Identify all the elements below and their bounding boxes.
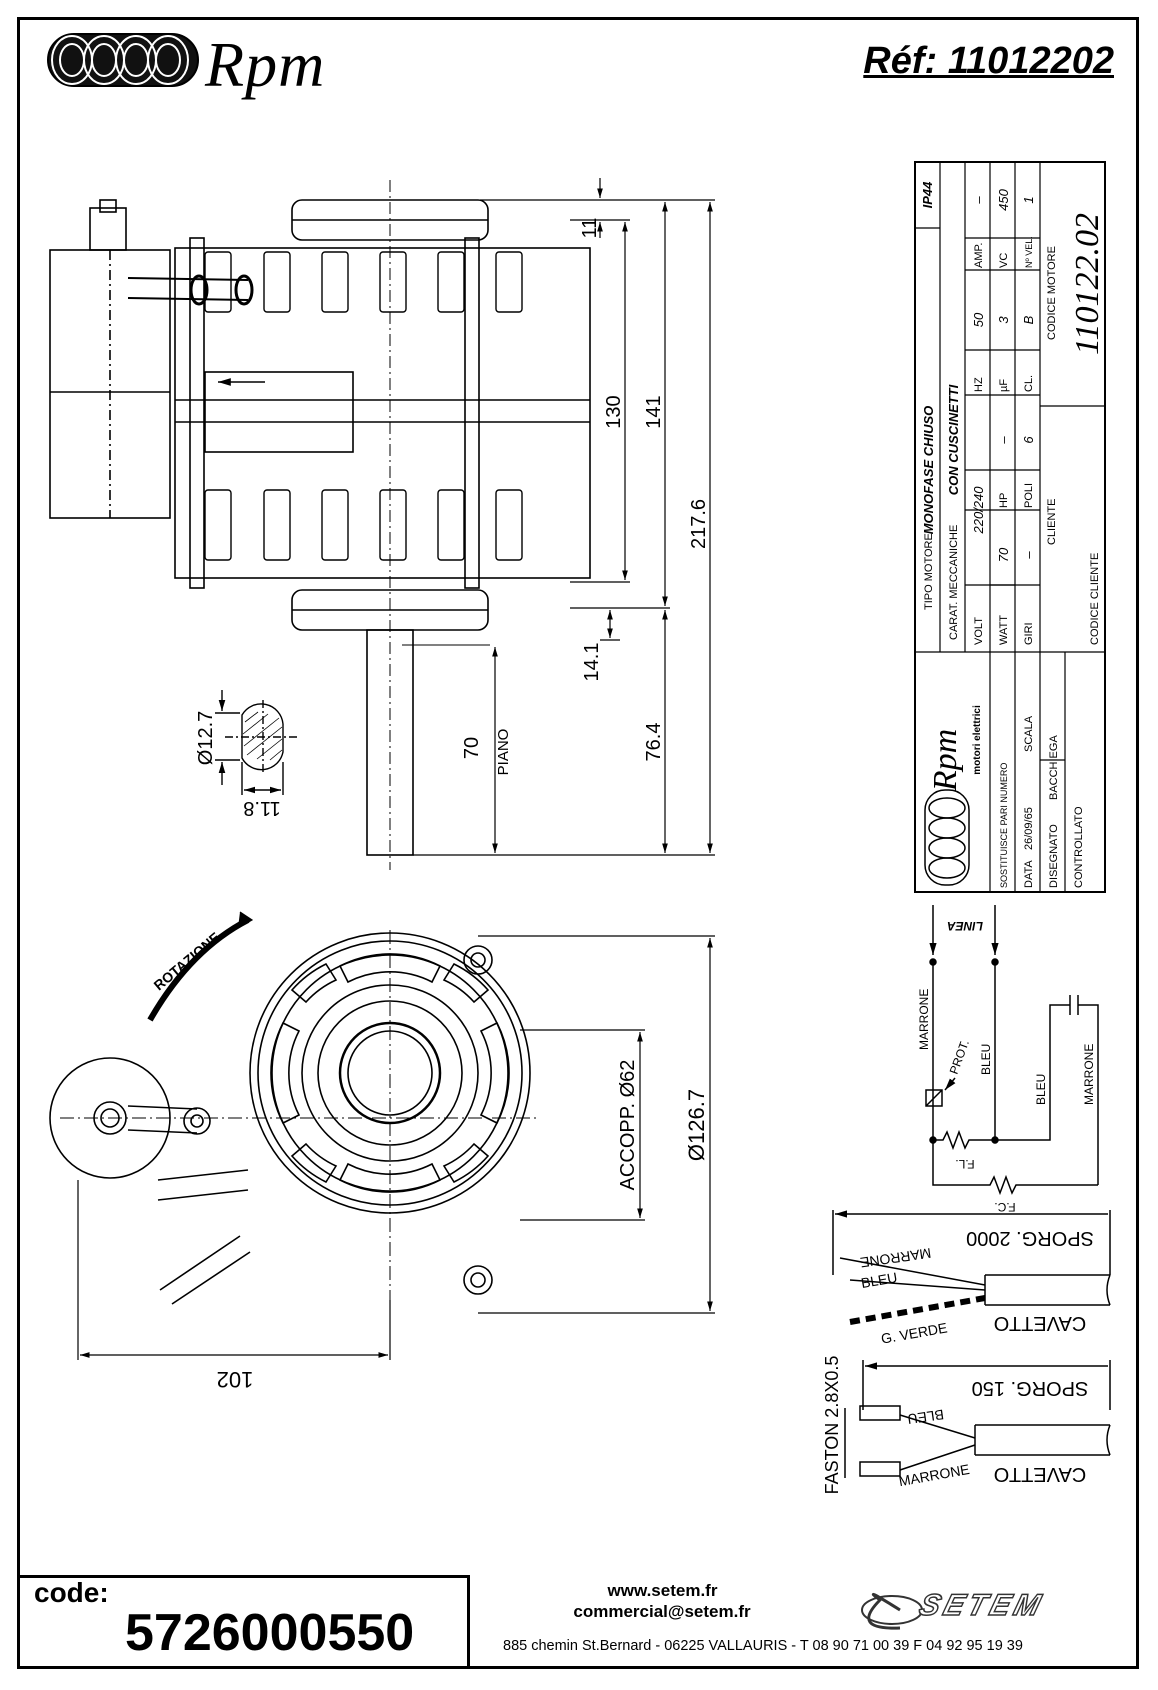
reference-number: Réf: 11012202 (863, 40, 1114, 82)
sostituisce-label: SOSTITUISCE PARI NUMERO (999, 763, 1009, 888)
wiring-marrone-2: MARRONE (1082, 1044, 1096, 1105)
shaft-section (215, 690, 300, 795)
poli-label: POLI (1023, 483, 1035, 508)
watt-value: 70 (996, 547, 1011, 562)
controllato-label: CONTROLLATO (1073, 806, 1085, 888)
brand-title: Rpm (205, 29, 326, 100)
dim-141: 141 (643, 395, 665, 428)
carat-label: CARAT. MECCANICHE (948, 525, 960, 640)
disegnato-label: DISEGNATO (1048, 824, 1060, 888)
wiring-prot: PROT. (947, 1038, 972, 1076)
code-label: code: (34, 1577, 109, 1608)
front-dimensions (77, 911, 715, 1360)
dim-11-8: 11.8 (243, 797, 280, 819)
wiring-fl: F.L. (955, 1157, 974, 1171)
dim-76-4: 76.4 (643, 723, 665, 762)
cable1-sporg: SPORG. 2000 (966, 1227, 1094, 1249)
cl-label: CL. (1023, 375, 1035, 392)
wiring-bleu-1: BLEU (979, 1044, 993, 1075)
table-logo-sub: motori elettrici (972, 705, 983, 775)
uf-label: µF (998, 379, 1010, 392)
cable2-cavetto: CAVETTO (994, 1463, 1087, 1485)
dimension-labels: 11 130 141 217.6 14.1 76.4 70 PIANO (461, 218, 710, 776)
hp-label: HP (998, 493, 1010, 508)
dim-70: 70 (461, 737, 483, 759)
poli-value: 6 (1021, 436, 1036, 444)
dim-130: 130 (603, 395, 625, 428)
nvel-value: 1 (1021, 196, 1036, 203)
dim-piano: PIANO (495, 729, 512, 776)
cable2-sporg: SPORG. 150 (972, 1377, 1089, 1399)
ip-rating: IP44 (920, 181, 935, 209)
dim-12-7: Ø12.7 (195, 711, 217, 765)
hp-value: – (996, 436, 1011, 444)
wiring-linea: LINEA (947, 919, 983, 933)
amp-value: – (971, 196, 986, 204)
dim-11: 11 (579, 218, 601, 239)
motor-front-view (49, 930, 540, 1305)
uf-value: 3 (996, 316, 1011, 324)
table-logo-text: Rpm (927, 729, 964, 792)
scala-label: SCALA (1023, 715, 1035, 752)
nvel-label: Nº VEL. (1024, 236, 1034, 268)
company-address: 885 chemin St.Bernard - 06225 VALLAURIS … (503, 1638, 1023, 1654)
codice-motore-value: 110122.02 (1069, 213, 1106, 355)
hz-value: 50 (971, 312, 986, 327)
giri-value: – (1021, 551, 1036, 559)
data-value: 26/09/65 (1023, 807, 1035, 850)
setem-logo-icon (861, 1592, 923, 1630)
cable2-faston: FASTON 2.8X0.5 (822, 1356, 842, 1495)
cable1-marrone: MARRONE (859, 1245, 932, 1271)
tipo-motore: MONOFASE CHIUSO (921, 406, 936, 535)
code-box (20, 1575, 470, 1666)
website-link[interactable]: www.setem.fr (607, 1581, 718, 1600)
wiring-marrone: MARRONE (917, 989, 931, 1050)
cable1-cavetto: CAVETTO (994, 1312, 1087, 1334)
dim-accopp-62: ACCOPP. Ø62 (617, 1060, 639, 1191)
spec-table: IP44 TIPO MOTORE MONOFASE CHIUSO CARAT. … (914, 161, 1106, 893)
dim-102: 102 (217, 1367, 254, 1392)
drawing-frame (17, 17, 1139, 1669)
cable2-bleu: BLEU (906, 1406, 944, 1427)
volt-value: 220/240 (971, 486, 986, 535)
dim-217-6: 217.6 (688, 499, 710, 549)
watt-label: WATT (998, 615, 1010, 645)
email-link[interactable]: commercial@setem.fr (573, 1602, 751, 1621)
codice-cliente-label: CODICE CLIENTE (1089, 553, 1101, 645)
cable1-gverde: G. VERDE (880, 1319, 949, 1346)
cable-detail-2 (844, 1360, 1111, 1478)
code-value: 5726000550 (125, 1604, 415, 1662)
cable2-marrone: MARRONE (898, 1461, 971, 1489)
dim-14-1: 14.1 (581, 643, 603, 682)
cable1-labels: SPORG. 2000 MARRONE BLEU G. VERDE CAVETT… (859, 1227, 1094, 1347)
wiring-diagram (925, 905, 1099, 1196)
amp-label: AMP. (973, 243, 985, 268)
dim-126-7: Ø126.7 (684, 1089, 709, 1161)
cliente-label: CLIENTE (1046, 499, 1058, 545)
motor-side-view (49, 180, 591, 870)
data-label: DATA (1023, 860, 1035, 888)
tipo-motore-label: TIPO MOTORE (923, 533, 935, 610)
dimension-lines (413, 178, 715, 856)
table-logo-icon (924, 789, 970, 886)
wiring-bleu-2: BLEU (1034, 1074, 1048, 1105)
setem-logo-text: SETEM (915, 1588, 1049, 1623)
cable-detail-1 (832, 1210, 1111, 1325)
wiring-fc: F.C. (994, 1200, 1015, 1214)
rotazione-label: ROTAZIONE (150, 929, 223, 994)
wiring-labels: LINEA MARRONE PROT. BLEU BLEU MARRONE F.… (917, 919, 1096, 1214)
disegnato-value: BACCHIEGA (1048, 735, 1060, 800)
carat-value: CON CUSCINETTI (946, 384, 961, 495)
cl-value: B (1021, 315, 1036, 324)
vc-label: VC (998, 253, 1010, 268)
volt-label: VOLT (973, 617, 985, 645)
cable1-bleu: BLEU (860, 1269, 899, 1291)
rpm-logo-icon (47, 33, 199, 87)
hz-label: HZ (973, 377, 985, 392)
giri-label: GIRI (1023, 622, 1035, 645)
codice-motore-label: CODICE MOTORE (1046, 246, 1058, 340)
vc-value: 450 (996, 188, 1011, 210)
